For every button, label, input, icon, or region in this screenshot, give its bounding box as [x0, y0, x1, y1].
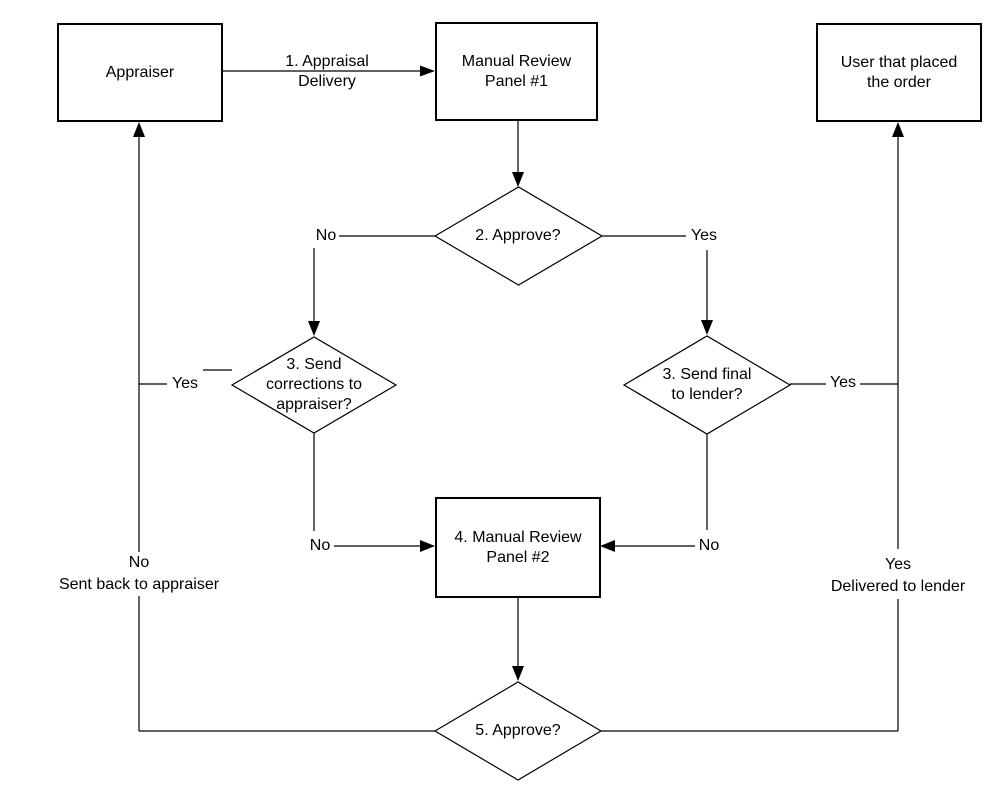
arrowhead-into-panel1 [420, 65, 435, 77]
user-order-box: User that placed the order [816, 23, 982, 122]
approve2-no-result-label: No Sent back to appraiser [58, 554, 220, 593]
arrowhead-into-corrections [308, 321, 320, 336]
approve2-diamond-label: 5. Approve? [475, 722, 561, 739]
arrowhead-into-final [701, 320, 713, 335]
arrowhead-into-approve2 [512, 666, 524, 681]
appraisal-delivery-label: 1. Appraisal Delivery [285, 53, 369, 90]
manual-review-panel-2-label: 4. Manual Review Panel #2 [454, 528, 582, 566]
corrections-no-label: No [309, 537, 331, 554]
approve1-yes-label: Yes [690, 227, 718, 244]
arrowhead-into-user [892, 122, 904, 137]
manual-review-panel-2-box: 4. Manual Review Panel #2 [435, 497, 601, 598]
approve2-yes-result-label: Yes Delivered to lender [830, 556, 966, 595]
corrections-yes-label: Yes [171, 375, 199, 392]
final-no-label: No [698, 537, 720, 554]
send-corrections-diamond-label: 3. Send corrections to appraiser? [265, 356, 363, 413]
approve1-no-label: No [315, 227, 337, 244]
send-final-diamond [622, 335, 792, 435]
send-corrections-diamond [230, 336, 398, 434]
manual-review-panel-1-box: Manual Review Panel #1 [435, 22, 598, 121]
manual-review-panel-1-label: Manual Review Panel #1 [461, 52, 572, 90]
appraiser-label: Appraiser [105, 63, 175, 81]
final-yes-label: Yes [829, 374, 857, 391]
arrowhead-into-panel2-left [420, 540, 435, 552]
approve2-diamond [433, 681, 603, 781]
user-order-label: User that placed the order [840, 53, 958, 91]
approve1-diamond [433, 186, 604, 286]
arrowhead-into-approve1 [512, 172, 524, 187]
send-final-diamond-label: 3. Send final to lender? [662, 366, 752, 403]
arrowhead-into-appraiser [133, 122, 145, 137]
approve1-diamond-label: 2. Approve? [475, 227, 561, 244]
appraiser-box: Appraiser [57, 23, 223, 122]
arrowhead-into-panel2-right [600, 540, 615, 552]
